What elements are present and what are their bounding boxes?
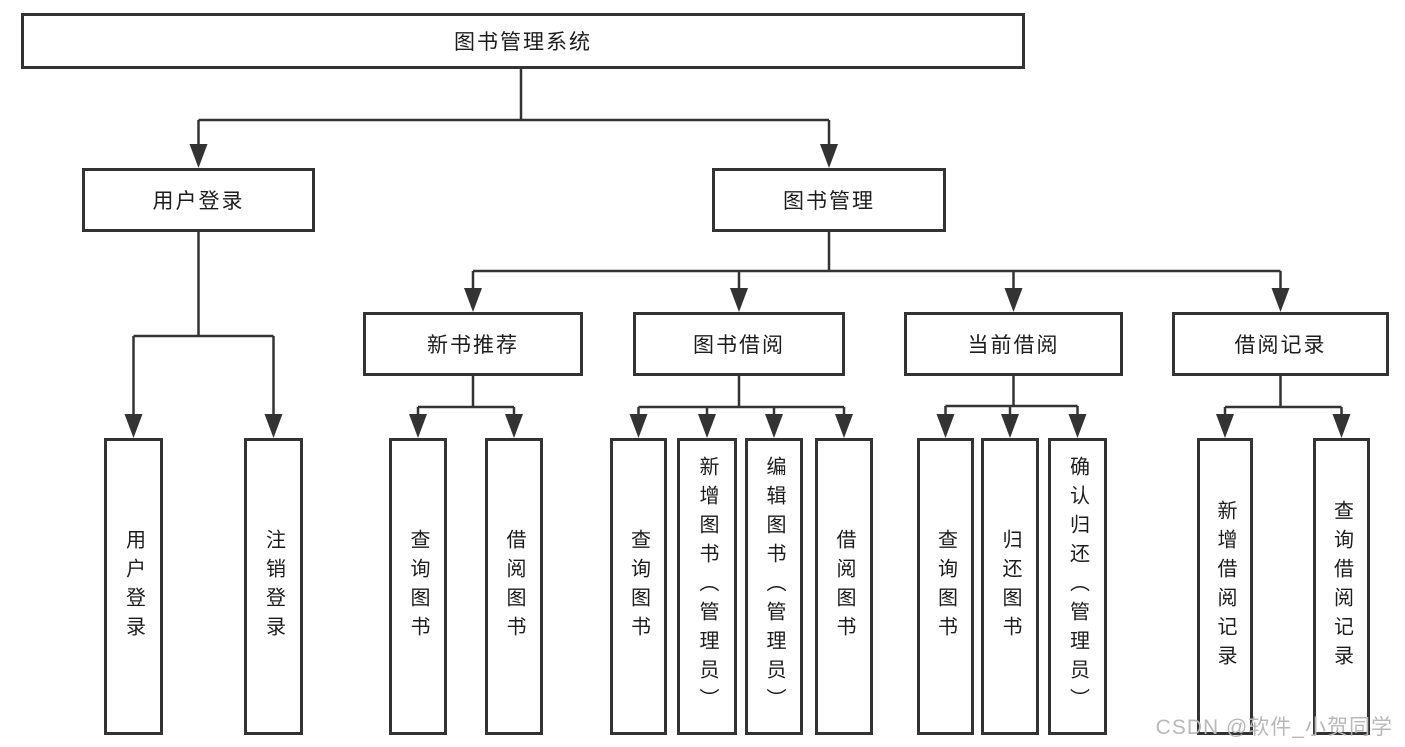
branch-book-management-label: 图书管理 xyxy=(783,190,875,213)
group-borrow-records: 借阅记录 xyxy=(1172,312,1389,376)
leaf-newbook-query-book-label: 查询图书 xyxy=(407,528,429,645)
connector-borrow-to-leaves xyxy=(637,376,846,420)
leaf-borrow-query-book: 查询图书 xyxy=(610,438,667,735)
connector-current-to-leaves xyxy=(944,376,1079,420)
group-current-borrow: 当前借阅 xyxy=(904,312,1123,376)
leaf-current-return-book: 归还图书 xyxy=(981,438,1039,735)
leaf-newbook-borrow-book-label: 借阅图书 xyxy=(503,528,525,645)
connector-records-to-leaves xyxy=(1223,376,1343,420)
connector-userlogin-to-leaves xyxy=(132,232,275,420)
group-new-book-recommend-label: 新书推荐 xyxy=(427,334,519,357)
branch-user-login-label: 用户登录 xyxy=(152,190,245,213)
leaf-borrow-add-book-admin: 新增图书（管理员） xyxy=(677,438,737,735)
root-node-system-title: 图书管理系统 xyxy=(21,13,1025,69)
leaf-newbook-borrow-book: 借阅图书 xyxy=(485,438,543,735)
leaf-current-query-book-label: 查询图书 xyxy=(934,528,957,645)
leaf-user-login-label: 用户登录 xyxy=(122,528,145,645)
group-new-book-recommend: 新书推荐 xyxy=(363,312,583,376)
group-book-borrow: 图书借阅 xyxy=(633,312,845,376)
leaf-current-query-book: 查询图书 xyxy=(917,438,974,735)
group-borrow-records-label: 借阅记录 xyxy=(1234,334,1327,357)
leaf-borrow-query-book-label: 查询图书 xyxy=(627,528,650,645)
leaf-borrow-edit-book-admin: 编辑图书（管理员） xyxy=(745,438,803,735)
leaf-records-add-borrow-record-label: 新增借阅记录 xyxy=(1214,499,1236,674)
leaf-borrow-borrow-book-label: 借阅图书 xyxy=(833,528,855,645)
leaf-borrow-edit-book-admin-label: 编辑图书（管理员） xyxy=(763,456,785,717)
leaf-records-add-borrow-record: 新增借阅记录 xyxy=(1197,438,1253,735)
leaf-user-login: 用户登录 xyxy=(104,438,163,735)
leaf-logout: 注销登录 xyxy=(244,438,303,735)
group-book-borrow-label: 图书借阅 xyxy=(693,334,785,357)
connector-bookmgmt-to-groups xyxy=(471,232,1282,294)
leaf-borrow-add-book-admin-label: 新增图书（管理员） xyxy=(696,456,718,717)
leaf-current-confirm-return-admin: 确认归还（管理员） xyxy=(1048,438,1107,735)
leaf-newbook-query-book: 查询图书 xyxy=(389,438,447,735)
leaf-records-query-borrow-record: 查询借阅记录 xyxy=(1313,438,1370,735)
leaf-current-confirm-return-admin-label: 确认归还（管理员） xyxy=(1066,456,1089,717)
connector-root-to-level2 xyxy=(197,68,831,150)
root-node-label: 图书管理系统 xyxy=(454,31,592,54)
csdn-watermark: CSDN @软件_小贺同学 xyxy=(1155,716,1393,739)
connector-newbook-to-leaves xyxy=(416,376,516,420)
branch-book-management: 图书管理 xyxy=(712,168,946,232)
leaf-borrow-borrow-book: 借阅图书 xyxy=(815,438,873,735)
group-current-borrow-label: 当前借阅 xyxy=(967,334,1060,357)
leaf-records-query-borrow-record-label: 查询借阅记录 xyxy=(1330,499,1353,674)
leaf-logout-label: 注销登录 xyxy=(262,528,285,645)
branch-user-login: 用户登录 xyxy=(82,168,315,232)
leaf-current-return-book-label: 归还图书 xyxy=(999,528,1021,645)
